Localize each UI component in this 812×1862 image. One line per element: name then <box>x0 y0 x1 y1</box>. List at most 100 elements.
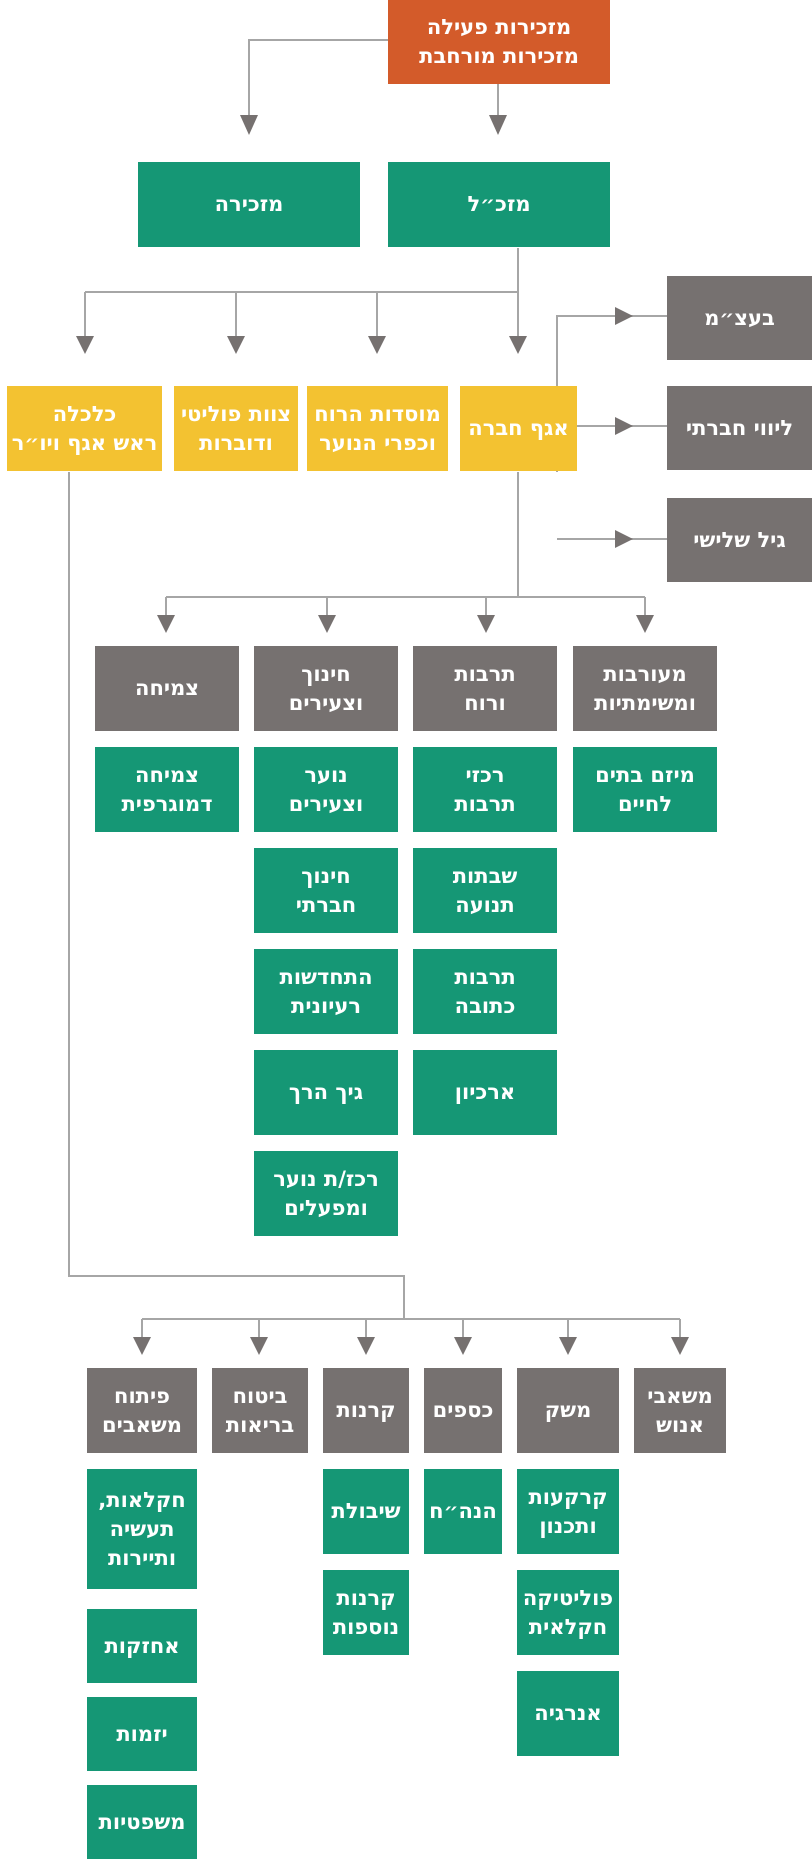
resources-item-line1: חקלאות, <box>98 1487 186 1512</box>
mazkira-label: מזכירה <box>214 192 284 216</box>
economy-unit-line1: משק <box>544 1398 592 1422</box>
hr-line1: משאבי <box>647 1383 713 1408</box>
education-item: חינוך חברתי <box>254 848 398 933</box>
arrow-education <box>318 615 336 633</box>
arrow-hr <box>671 1337 689 1355</box>
funds-item-line1: שיבולת <box>331 1499 401 1523</box>
arrow-mazkal <box>489 115 507 135</box>
mazkira-box: מזכירה <box>138 162 360 247</box>
education-item-line1: רכז/ת נוער <box>273 1166 379 1191</box>
education-item-line2: וצעירים <box>288 791 364 816</box>
resources-item: אחזקות <box>87 1609 197 1683</box>
education-item: רכז/ת נוער ומפעלים <box>254 1151 398 1236</box>
funds-header: קרנות <box>323 1368 409 1453</box>
education-item: נוער וצעירים <box>254 747 398 832</box>
education-item-line2: חברתי <box>295 892 357 917</box>
economy-unit-item-line2: חקלאית <box>528 1614 608 1639</box>
economy-unit-item: אנרגיה <box>517 1671 619 1756</box>
hr-line2: אנוש <box>656 1412 704 1437</box>
involvement-item-line1: מיזם בתים <box>595 762 695 787</box>
culture-item-line1: ארכיון <box>454 1080 516 1104</box>
funds-item: שיבולת <box>323 1469 409 1554</box>
economy-line1: כלכלה <box>52 401 117 426</box>
involvement-line2: ומשימתיות <box>594 690 696 715</box>
funds-item-line2: נוספות <box>332 1614 400 1639</box>
connector-economy-down <box>68 472 405 1319</box>
involvement-item-line2: לחיים <box>617 791 673 816</box>
arrow-finance <box>454 1337 472 1355</box>
funds-item-line1: קרנות <box>336 1585 396 1610</box>
growth-item-line1: צמיחה <box>135 762 199 787</box>
secretariat-line1: מזכירות פעילה <box>426 15 572 39</box>
hr-header: משאבי אנוש <box>634 1368 726 1453</box>
resources-item-line3: ותיירות <box>107 1545 177 1570</box>
education-item: גיך הרך <box>254 1050 398 1135</box>
funds-item: קרנות נוספות <box>323 1570 409 1655</box>
involvement-item: מיזם בתים לחיים <box>573 747 717 832</box>
education-item-line1: חינוך <box>301 863 351 888</box>
arrow-health <box>250 1337 268 1355</box>
economy-unit-item-line1: אנרגיה <box>534 1701 602 1725</box>
connector-secretariat-mazkira <box>248 39 388 115</box>
health-line1: ביטוח <box>232 1383 288 1408</box>
culture-item: תרבות כתובה <box>413 949 557 1034</box>
institutions-line1: מוסדות הרוח <box>314 401 441 426</box>
education-item-line1: התחדשות <box>279 964 373 989</box>
health-header: ביטוח בריאות <box>212 1368 308 1453</box>
social-dept-box: אגף חברה <box>460 386 577 471</box>
economy-unit-item-line2: ותכנון <box>539 1513 597 1538</box>
resources-item: יזמות <box>87 1697 197 1771</box>
third-age-box: גיל שלישי <box>667 498 812 582</box>
social-support-box: ליווי חברתי <box>667 386 812 470</box>
health-line2: בריאות <box>225 1412 295 1437</box>
growth-item: צמיחה דמוגרפית <box>95 747 239 832</box>
education-item-line1: נוער <box>304 762 348 787</box>
betzam-box: בעצ״מ <box>667 276 812 360</box>
resources-header: פיתוח משאבים <box>87 1368 197 1453</box>
education-line2: וצעירים <box>288 690 364 715</box>
education-header: חינוך וצעירים <box>254 646 398 731</box>
finance-item-line1: הנה״ח <box>429 1499 497 1523</box>
culture-item: שבתות תנועה <box>413 848 557 933</box>
culture-item-line2: תנועה <box>455 892 515 917</box>
arrow-betzam <box>615 307 633 325</box>
political-line2: ודוברות <box>199 430 273 455</box>
arrow-social <box>509 336 527 354</box>
involvement-line1: מעורבות <box>603 661 687 686</box>
arrow-culture <box>477 615 495 633</box>
economy-unit-header: משק <box>517 1368 619 1453</box>
arrow-social-support <box>615 417 633 435</box>
resources-item-line1: אחזקות <box>104 1633 180 1658</box>
growth-header: צמיחה <box>95 646 239 731</box>
culture-item-line1: שבתות <box>452 863 518 888</box>
social-dept-label: אגף חברה <box>468 416 569 440</box>
resources-item: משפטיות <box>87 1785 197 1859</box>
economy-unit-item-line1: קרקעות <box>528 1484 608 1509</box>
education-item-line2: רעיונית <box>290 993 362 1018</box>
resources-item: חקלאות, תעשיה ותיירות <box>87 1469 197 1589</box>
resources-item-line1: משפטיות <box>98 1809 186 1834</box>
third-age-label: גיל שלישי <box>693 527 786 552</box>
economy-unit-item: פוליטיקה חקלאית <box>517 1570 619 1655</box>
mazkal-box: מזכ״ל <box>388 162 610 247</box>
culture-item-line1: רכזי <box>465 762 505 787</box>
economy-unit-item-line1: פוליטיקה <box>522 1585 614 1610</box>
culture-item-line2: תרבות <box>454 791 516 816</box>
institutions-line2: וכפרי הנוער <box>319 430 436 455</box>
finance-item: הנה״ח <box>424 1469 502 1554</box>
culture-header: תרבות ורוח <box>413 646 557 731</box>
political-box: צוות פוליטי ודוברות <box>174 386 298 471</box>
arrow-funds <box>357 1337 375 1355</box>
culture-line1: תרבות <box>454 661 516 686</box>
economy-box: כלכלה ראש אגף ויו״ר <box>7 386 162 471</box>
social-support-label: ליווי חברתי <box>685 415 794 440</box>
political-line1: צוות פוליטי <box>180 401 292 426</box>
arrow-mazkira <box>240 115 258 135</box>
arrow-resources <box>133 1337 151 1355</box>
resources-item-line1: יזמות <box>116 1721 168 1746</box>
arrow-economy-unit <box>559 1337 577 1355</box>
culture-item: רכזי תרבות <box>413 747 557 832</box>
culture-item: ארכיון <box>413 1050 557 1135</box>
